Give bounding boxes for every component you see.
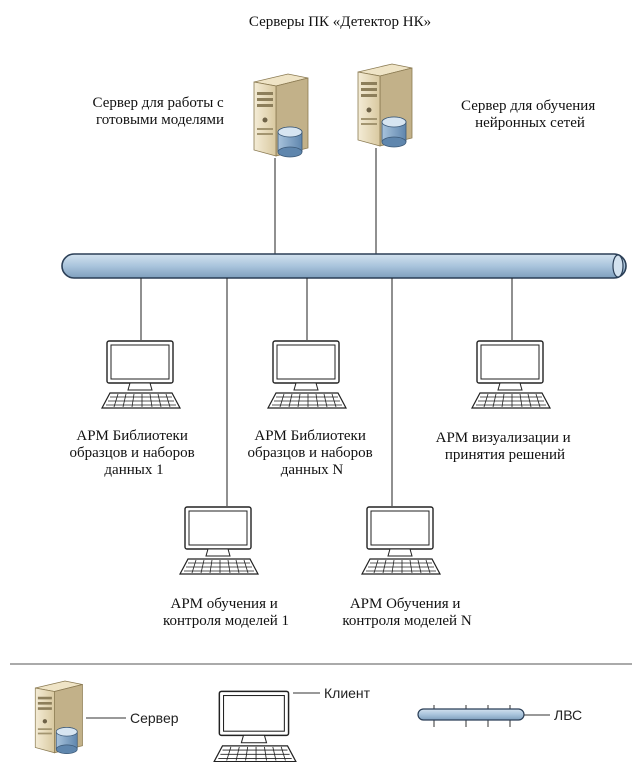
server-models-label: Сервер для работы с готовыми моделями	[93, 95, 228, 128]
computer-icon	[361, 506, 441, 575]
server-icon	[357, 63, 413, 148]
computer-icon	[179, 506, 259, 575]
workstation-library-n[interactable]: АРМ Библиотеки образцов и наборов данных…	[247, 340, 376, 478]
legend: Сервер Клиент ЛВС	[34, 680, 582, 762]
workstation-training-1-label: АРМ обучения и контроля моделей 1	[163, 596, 289, 629]
server-training[interactable]: Сервер для обучения нейронных сетей	[357, 63, 599, 148]
computer-icon	[213, 690, 297, 762]
legend-server-label: Сервер	[130, 710, 179, 726]
legend-server: Сервер	[34, 680, 179, 755]
lan-bus	[61, 253, 627, 279]
computer-icon	[101, 340, 181, 409]
workstation-visualization[interactable]: АРМ визуализации и принятия решений	[436, 340, 575, 463]
workstation-training-n[interactable]: АРМ Обучения и контроля моделей N	[342, 506, 472, 629]
server-icon	[34, 680, 83, 755]
lan-bus-icon	[417, 708, 525, 721]
workstation-visualization-label: АРМ визуализации и принятия решений	[436, 430, 575, 463]
legend-client: Клиент	[213, 685, 371, 762]
server-icon	[253, 73, 309, 158]
legend-client-label: Клиент	[324, 685, 371, 701]
computer-icon	[471, 340, 551, 409]
workstation-training-1[interactable]: АРМ обучения и контроля моделей 1	[163, 506, 289, 629]
diagram-title: Серверы ПК «Детектор НК»	[249, 14, 431, 30]
computer-icon	[267, 340, 347, 409]
legend-lan: ЛВС	[417, 705, 582, 727]
workstation-library-n-label: АРМ Библиотеки образцов и наборов данных…	[247, 428, 376, 478]
server-training-label: Сервер для обучения нейронных сетей	[461, 98, 599, 131]
workstation-training-n-label: АРМ Обучения и контроля моделей N	[342, 596, 471, 629]
server-models[interactable]: Сервер для работы с готовыми моделями	[93, 73, 309, 158]
workstation-library-1[interactable]: АРМ Библиотеки образцов и наборов данных…	[69, 340, 198, 478]
legend-lan-label: ЛВС	[554, 707, 582, 723]
workstation-library-1-label: АРМ Библиотеки образцов и наборов данных…	[69, 428, 198, 478]
